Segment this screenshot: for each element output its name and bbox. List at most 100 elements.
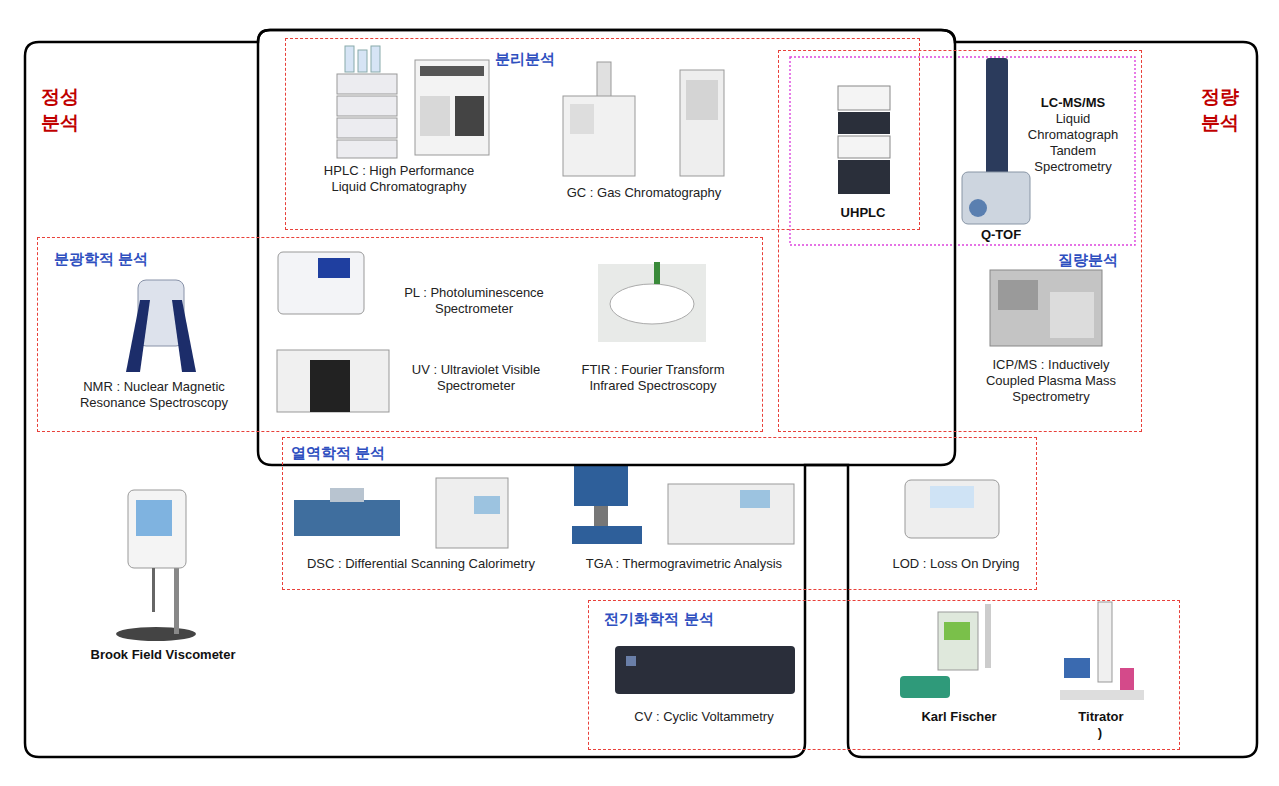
instrument-caption: HPLC : High Performance Liquid Chromatog… — [317, 163, 482, 195]
hplc-illustration — [337, 46, 489, 158]
text-slot: 전기화학적 분석 — [589, 610, 729, 628]
ftir-illustration-part — [654, 262, 660, 284]
text-slot: 정성 분석 — [35, 84, 85, 136]
gc-illustration-part — [597, 62, 611, 98]
uv-illustration-part — [310, 360, 350, 412]
text-slot: Liquid Chromatograph Tandem Spectrometry — [1016, 111, 1131, 175]
qtof-illustration — [962, 58, 1030, 224]
uhplc-illustration-part — [838, 112, 890, 134]
category-heading: 열역학적 분석 — [283, 444, 393, 462]
pl-illustration — [278, 252, 364, 314]
selection-box — [790, 57, 1135, 245]
text-slot: FTIR : Fourier Transform Infrared Spectr… — [573, 362, 733, 394]
hplc-illustration-part — [358, 50, 367, 72]
hplc-illustration-part — [415, 60, 489, 155]
nmr-illustration-part — [126, 300, 150, 372]
category-heading: 분광학적 분석 — [36, 250, 166, 268]
hplc-illustration-part — [337, 74, 397, 94]
hplc-illustration-part — [455, 96, 484, 136]
region-outline-path — [25, 30, 955, 757]
region-label: 정량 분석 — [1195, 84, 1245, 136]
hplc-illustration-part — [337, 140, 397, 158]
instrument-name: Brook Field Viscometer — [58, 647, 268, 663]
instrument-caption: LOD : Loss On Drying — [881, 556, 1031, 572]
category-heading: 전기화학적 분석 — [589, 610, 729, 628]
titrator-illustration — [1060, 602, 1144, 700]
instrument-caption: DSC : Differential Scanning Calorimetry — [281, 556, 561, 572]
icpms-illustration — [990, 270, 1102, 346]
titrator-illustration-part — [1098, 602, 1112, 682]
category-box: 열역학적 분석 DSC : Differential Scanning Calor… — [282, 437, 1037, 590]
karl-fischer-illustration-part — [944, 622, 970, 640]
karl-fischer-illustration — [900, 604, 991, 698]
karl-fischer-illustration-part — [985, 604, 991, 668]
gc-illustration-part — [686, 80, 718, 120]
text-slot: 열역학적 분석 — [283, 444, 393, 462]
potentiostat-illustration-part — [615, 646, 795, 694]
tga-illustration-part — [572, 526, 642, 544]
titrator-illustration-part — [1064, 658, 1090, 678]
category-box: 분리분석HPLC : High Performance Liquid Chrom… — [285, 38, 920, 230]
text-slot: UV : Ultraviolet Visible Spectrometer — [406, 362, 546, 394]
dsc-illustration-part — [294, 500, 400, 536]
tga-illustration-part — [668, 484, 794, 544]
hplc-illustration-part — [420, 66, 484, 76]
icpms-illustration-part — [990, 270, 1102, 346]
category-box: 전기화학적 분석CV : Cyclic VoltammetryKarl Fisc… — [588, 600, 1180, 750]
karl-fischer-illustration-part — [938, 612, 978, 670]
instrument-caption: NMR : Nuclear Magnetic Resonance Spectro… — [59, 379, 249, 411]
pl-illustration-part — [318, 258, 350, 278]
instrument-name: LC-MS/MS — [1013, 95, 1133, 111]
uhplc-illustration-part — [838, 86, 890, 110]
hplc-illustration-part — [337, 96, 397, 116]
uv-illustration-part — [277, 350, 389, 412]
gc-illustration-part — [570, 104, 594, 134]
region-outline-path — [258, 30, 1257, 757]
gc-illustration — [563, 62, 724, 176]
viscometer-illustration-part — [116, 627, 196, 641]
text-slot: Titrator — [1061, 709, 1141, 725]
text-slot: 정량 분석 — [1195, 84, 1245, 136]
gc-illustration-part — [563, 96, 635, 176]
tga-illustration-part — [740, 490, 770, 508]
uv-illustration — [277, 350, 389, 412]
qtof-illustration-part — [962, 172, 1030, 224]
text-slot: DSC : Differential Scanning Calorimetry — [281, 556, 561, 572]
text-slot: ICP/MS : Inductively Coupled Plasma Mass… — [984, 357, 1119, 405]
ftir-illustration-part — [598, 264, 706, 342]
potentiostat-illustration — [615, 646, 795, 694]
text-slot: PL : Photoluminescence Spectrometer — [389, 285, 559, 317]
qtof-illustration-part — [969, 199, 987, 217]
karl-fischer-illustration-part — [900, 676, 950, 698]
dsc-illustration-part — [436, 478, 508, 548]
titrator-illustration-part — [1060, 690, 1144, 700]
text-slot: CV : Cyclic Voltammetry — [614, 709, 794, 725]
viscometer-illustration — [116, 490, 196, 641]
tga-illustration-part — [574, 466, 628, 506]
nmr-illustration — [126, 280, 196, 372]
instrument-name: UHPLC — [823, 205, 903, 221]
instrument-caption: UV : Ultraviolet Visible Spectrometer — [406, 362, 546, 394]
instrument-name: Titrator — [1061, 709, 1141, 725]
instrument-caption: ICP/MS : Inductively Coupled Plasma Mass… — [984, 357, 1119, 405]
icpms-illustration-part — [1050, 292, 1094, 338]
hplc-illustration-part — [420, 96, 450, 136]
viscometer-illustration-part — [152, 568, 155, 612]
lod-illustration — [905, 480, 999, 538]
lod-illustration-part — [905, 480, 999, 538]
ftir-illustration-part — [610, 284, 694, 324]
text-slot: HPLC : High Performance Liquid Chromatog… — [317, 163, 482, 195]
tga-illustration — [572, 466, 794, 544]
nmr-illustration-part — [172, 300, 196, 372]
text-slot: 분광학적 분석 — [36, 250, 166, 268]
instrument-caption: Liquid Chromatograph Tandem Spectrometry — [1016, 111, 1131, 175]
viscometer-illustration-part — [136, 500, 172, 536]
text-slot: GC : Gas Chromatography — [534, 185, 754, 201]
text-slot: LOD : Loss On Drying — [881, 556, 1031, 572]
text-slot: Brook Field Viscometer — [58, 647, 268, 663]
dsc-illustration — [294, 478, 508, 548]
gc-illustration-part — [680, 70, 724, 176]
dsc-illustration-part — [474, 496, 500, 514]
potentiostat-illustration-part — [626, 656, 636, 666]
